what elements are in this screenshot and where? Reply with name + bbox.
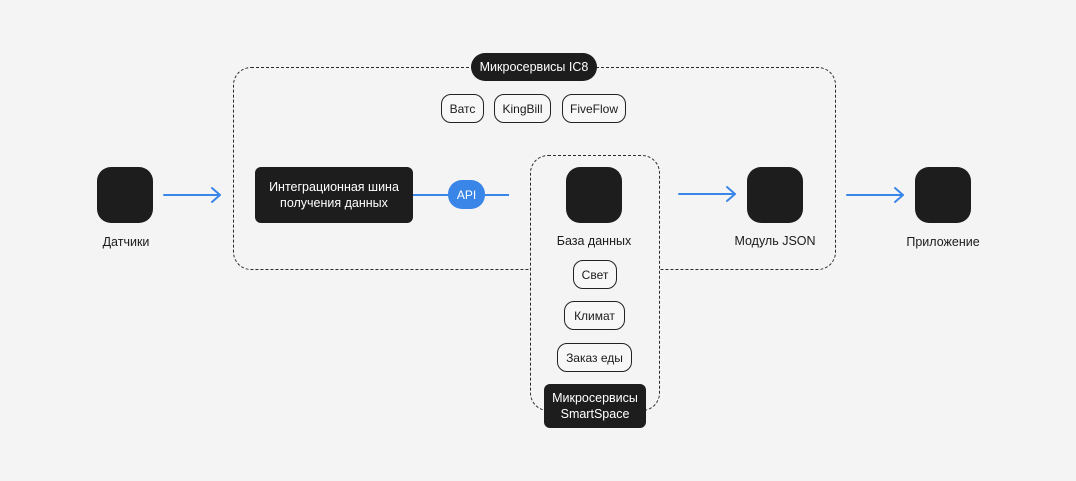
arrow-sensors-to-bus xyxy=(163,187,221,203)
json-module-label: Модуль JSON xyxy=(734,234,816,248)
service-pill-fiveflow: FiveFlow xyxy=(562,94,626,123)
arrow-json-to-app xyxy=(846,187,904,203)
arrow-database-to-json xyxy=(678,186,736,202)
service-pill-kingbill: KingBill xyxy=(494,94,551,123)
sensors-node xyxy=(97,167,153,223)
ic8-title: Микросервисы IC8 xyxy=(471,53,597,81)
api-badge: API xyxy=(448,180,485,209)
integration-bus-box: Интеграционная шина получения данных xyxy=(255,167,413,223)
application-label: Приложение xyxy=(906,235,980,249)
sensors-label: Датчики xyxy=(102,235,150,249)
service-pill-vats: Ватс xyxy=(441,94,484,123)
json-module-node xyxy=(747,167,803,223)
smartspace-title: Микросервисы SmartSpace xyxy=(544,384,646,428)
database-label: База данных xyxy=(556,234,632,248)
application-node xyxy=(915,167,971,223)
service-pill-light: Свет xyxy=(573,260,617,289)
database-node xyxy=(566,167,622,223)
service-pill-food-order: Заказ еды xyxy=(557,343,632,372)
service-pill-climate: Климат xyxy=(564,301,625,330)
